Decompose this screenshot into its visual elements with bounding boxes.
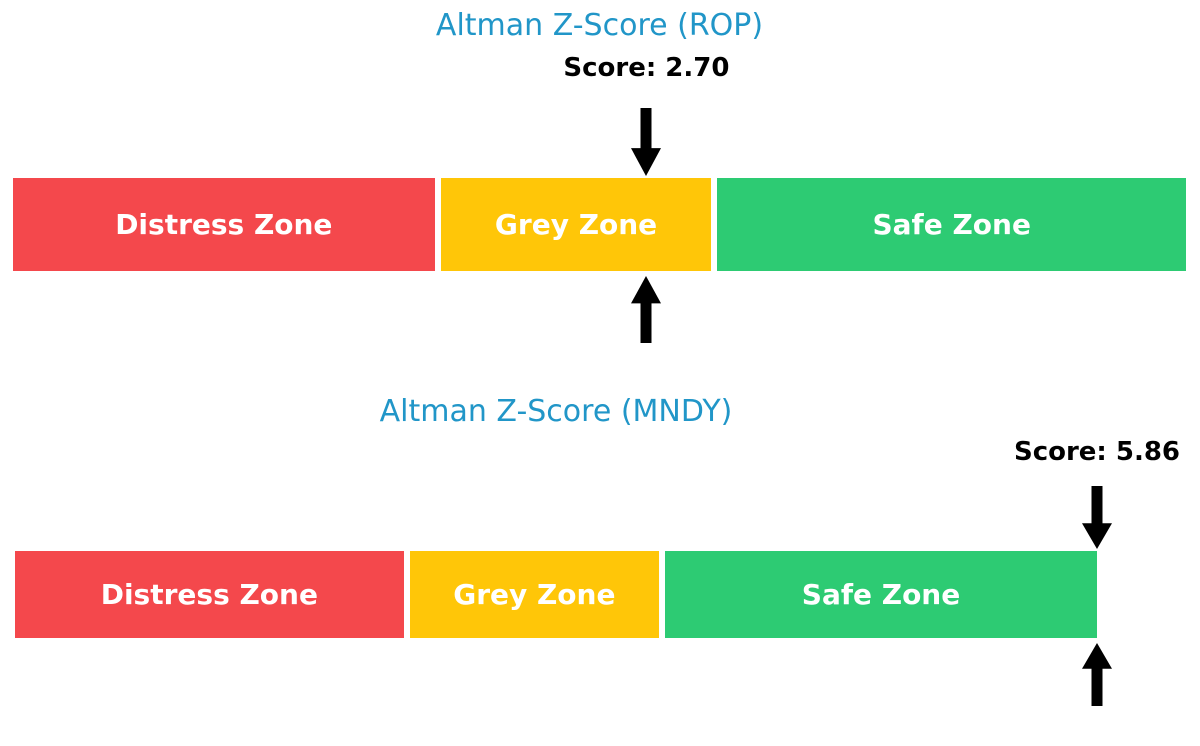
zone-segment-distress: Distress Zone xyxy=(13,178,435,271)
score-marker-down-arrow xyxy=(1082,486,1112,549)
zone-bar: Distress Zone Grey Zone Safe Zone xyxy=(15,551,1097,638)
zone-segment-grey: Grey Zone xyxy=(440,178,712,271)
chart-title: Altman Z-Score (ROP) xyxy=(435,8,764,43)
zone-label: Safe Zone xyxy=(872,208,1031,241)
zone-segment-safe: Safe Zone xyxy=(717,178,1186,271)
up-arrow-icon xyxy=(1082,643,1112,706)
score-marker-up-arrow xyxy=(631,276,662,343)
zone-label: Safe Zone xyxy=(801,578,961,611)
zone-label: Distress Zone xyxy=(100,578,318,611)
zone-label: Grey Zone xyxy=(453,578,616,611)
down-arrow-icon xyxy=(631,108,662,176)
score-marker-down-arrow xyxy=(631,108,662,176)
chart-title: Altman Z-Score (MNDY) xyxy=(379,394,733,429)
score-label: Score: 5.86 xyxy=(1013,437,1181,467)
zone-bar: Distress Zone Grey Zone Safe Zone xyxy=(13,178,1186,271)
down-arrow-icon xyxy=(1082,486,1112,549)
zone-segment-grey: Grey Zone xyxy=(409,551,660,638)
zone-segment-safe: Safe Zone xyxy=(665,551,1097,638)
zone-segment-distress: Distress Zone xyxy=(15,551,404,638)
score-marker-up-arrow xyxy=(1082,643,1112,706)
zone-label: Distress Zone xyxy=(115,208,333,241)
up-arrow-icon xyxy=(631,276,662,343)
score-label: Score: 2.70 xyxy=(563,53,730,83)
zone-label: Grey Zone xyxy=(494,208,658,241)
